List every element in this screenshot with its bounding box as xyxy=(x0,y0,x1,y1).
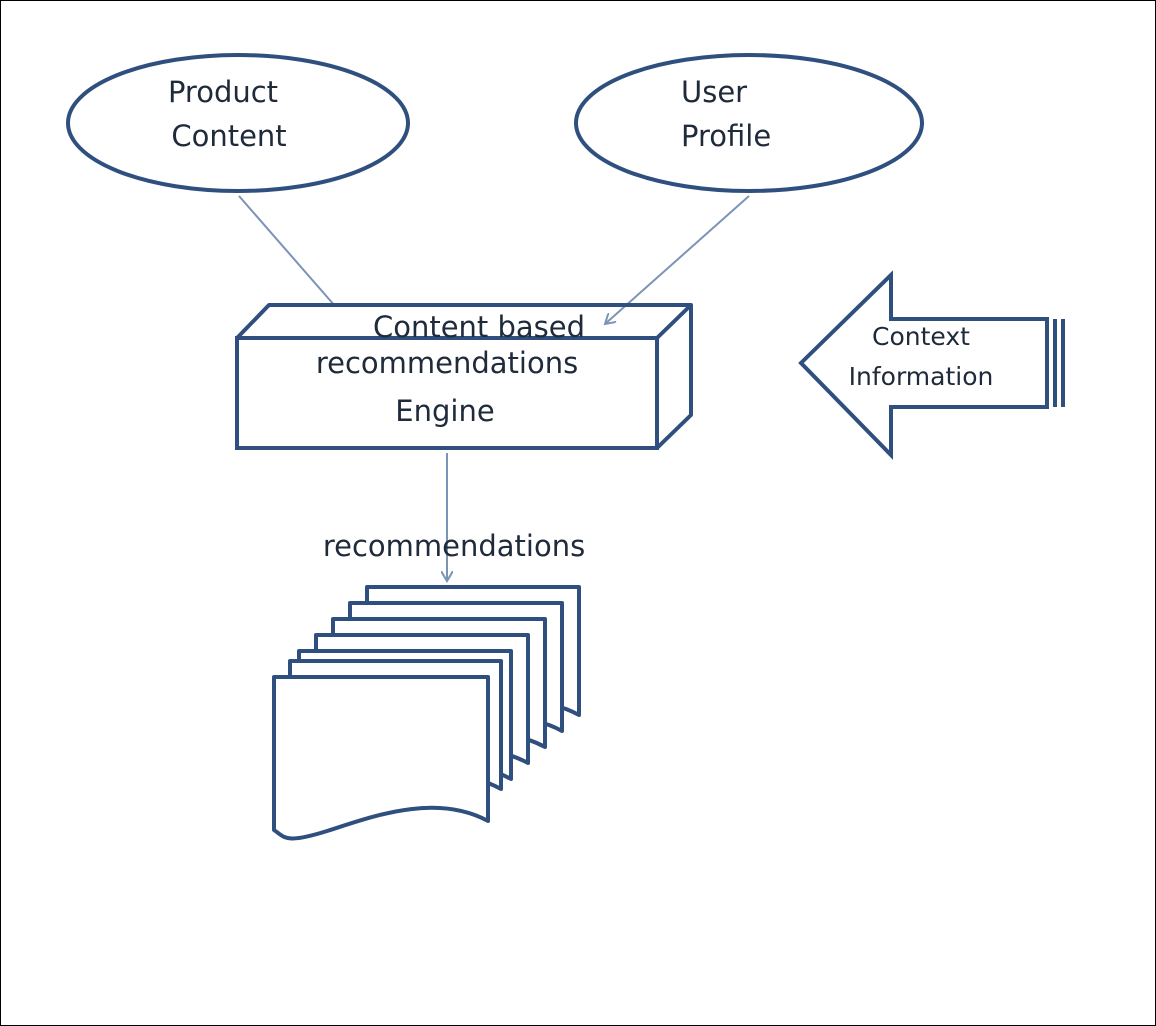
multi-document-stack-icon xyxy=(272,585,581,841)
recommendation-engine-node: Content based recommendations Engine xyxy=(235,303,693,450)
product-content-label-line2: Content xyxy=(171,119,286,153)
connector-product-to-engine xyxy=(238,195,336,307)
engine-box-front xyxy=(235,336,659,450)
engine-box-side xyxy=(655,305,693,450)
product-content-node: Product Content xyxy=(66,53,410,193)
user-profile-label-line2: Profile xyxy=(681,119,771,153)
context-information-node: Context Information xyxy=(798,270,1065,460)
engine-label-line2: recommendations xyxy=(316,346,578,380)
engine-label-line1: Content based xyxy=(373,310,585,344)
user-profile-ellipse xyxy=(574,53,924,193)
connector-profile-to-engine xyxy=(605,195,750,324)
left-block-arrow-icon xyxy=(798,270,1049,460)
product-content-ellipse xyxy=(66,53,410,193)
user-profile-label-line1: User xyxy=(681,75,747,109)
product-content-label-line1: Product xyxy=(168,75,278,109)
engine-label-line3: Engine xyxy=(395,394,494,428)
document-sheet-7 xyxy=(272,675,490,841)
context-label-line2: Information xyxy=(849,362,994,391)
user-profile-node: User Profile xyxy=(574,53,924,193)
engine-box-top xyxy=(235,303,693,340)
context-label-line1: Context xyxy=(872,322,970,351)
recommendations-label: recommendations xyxy=(323,529,585,563)
